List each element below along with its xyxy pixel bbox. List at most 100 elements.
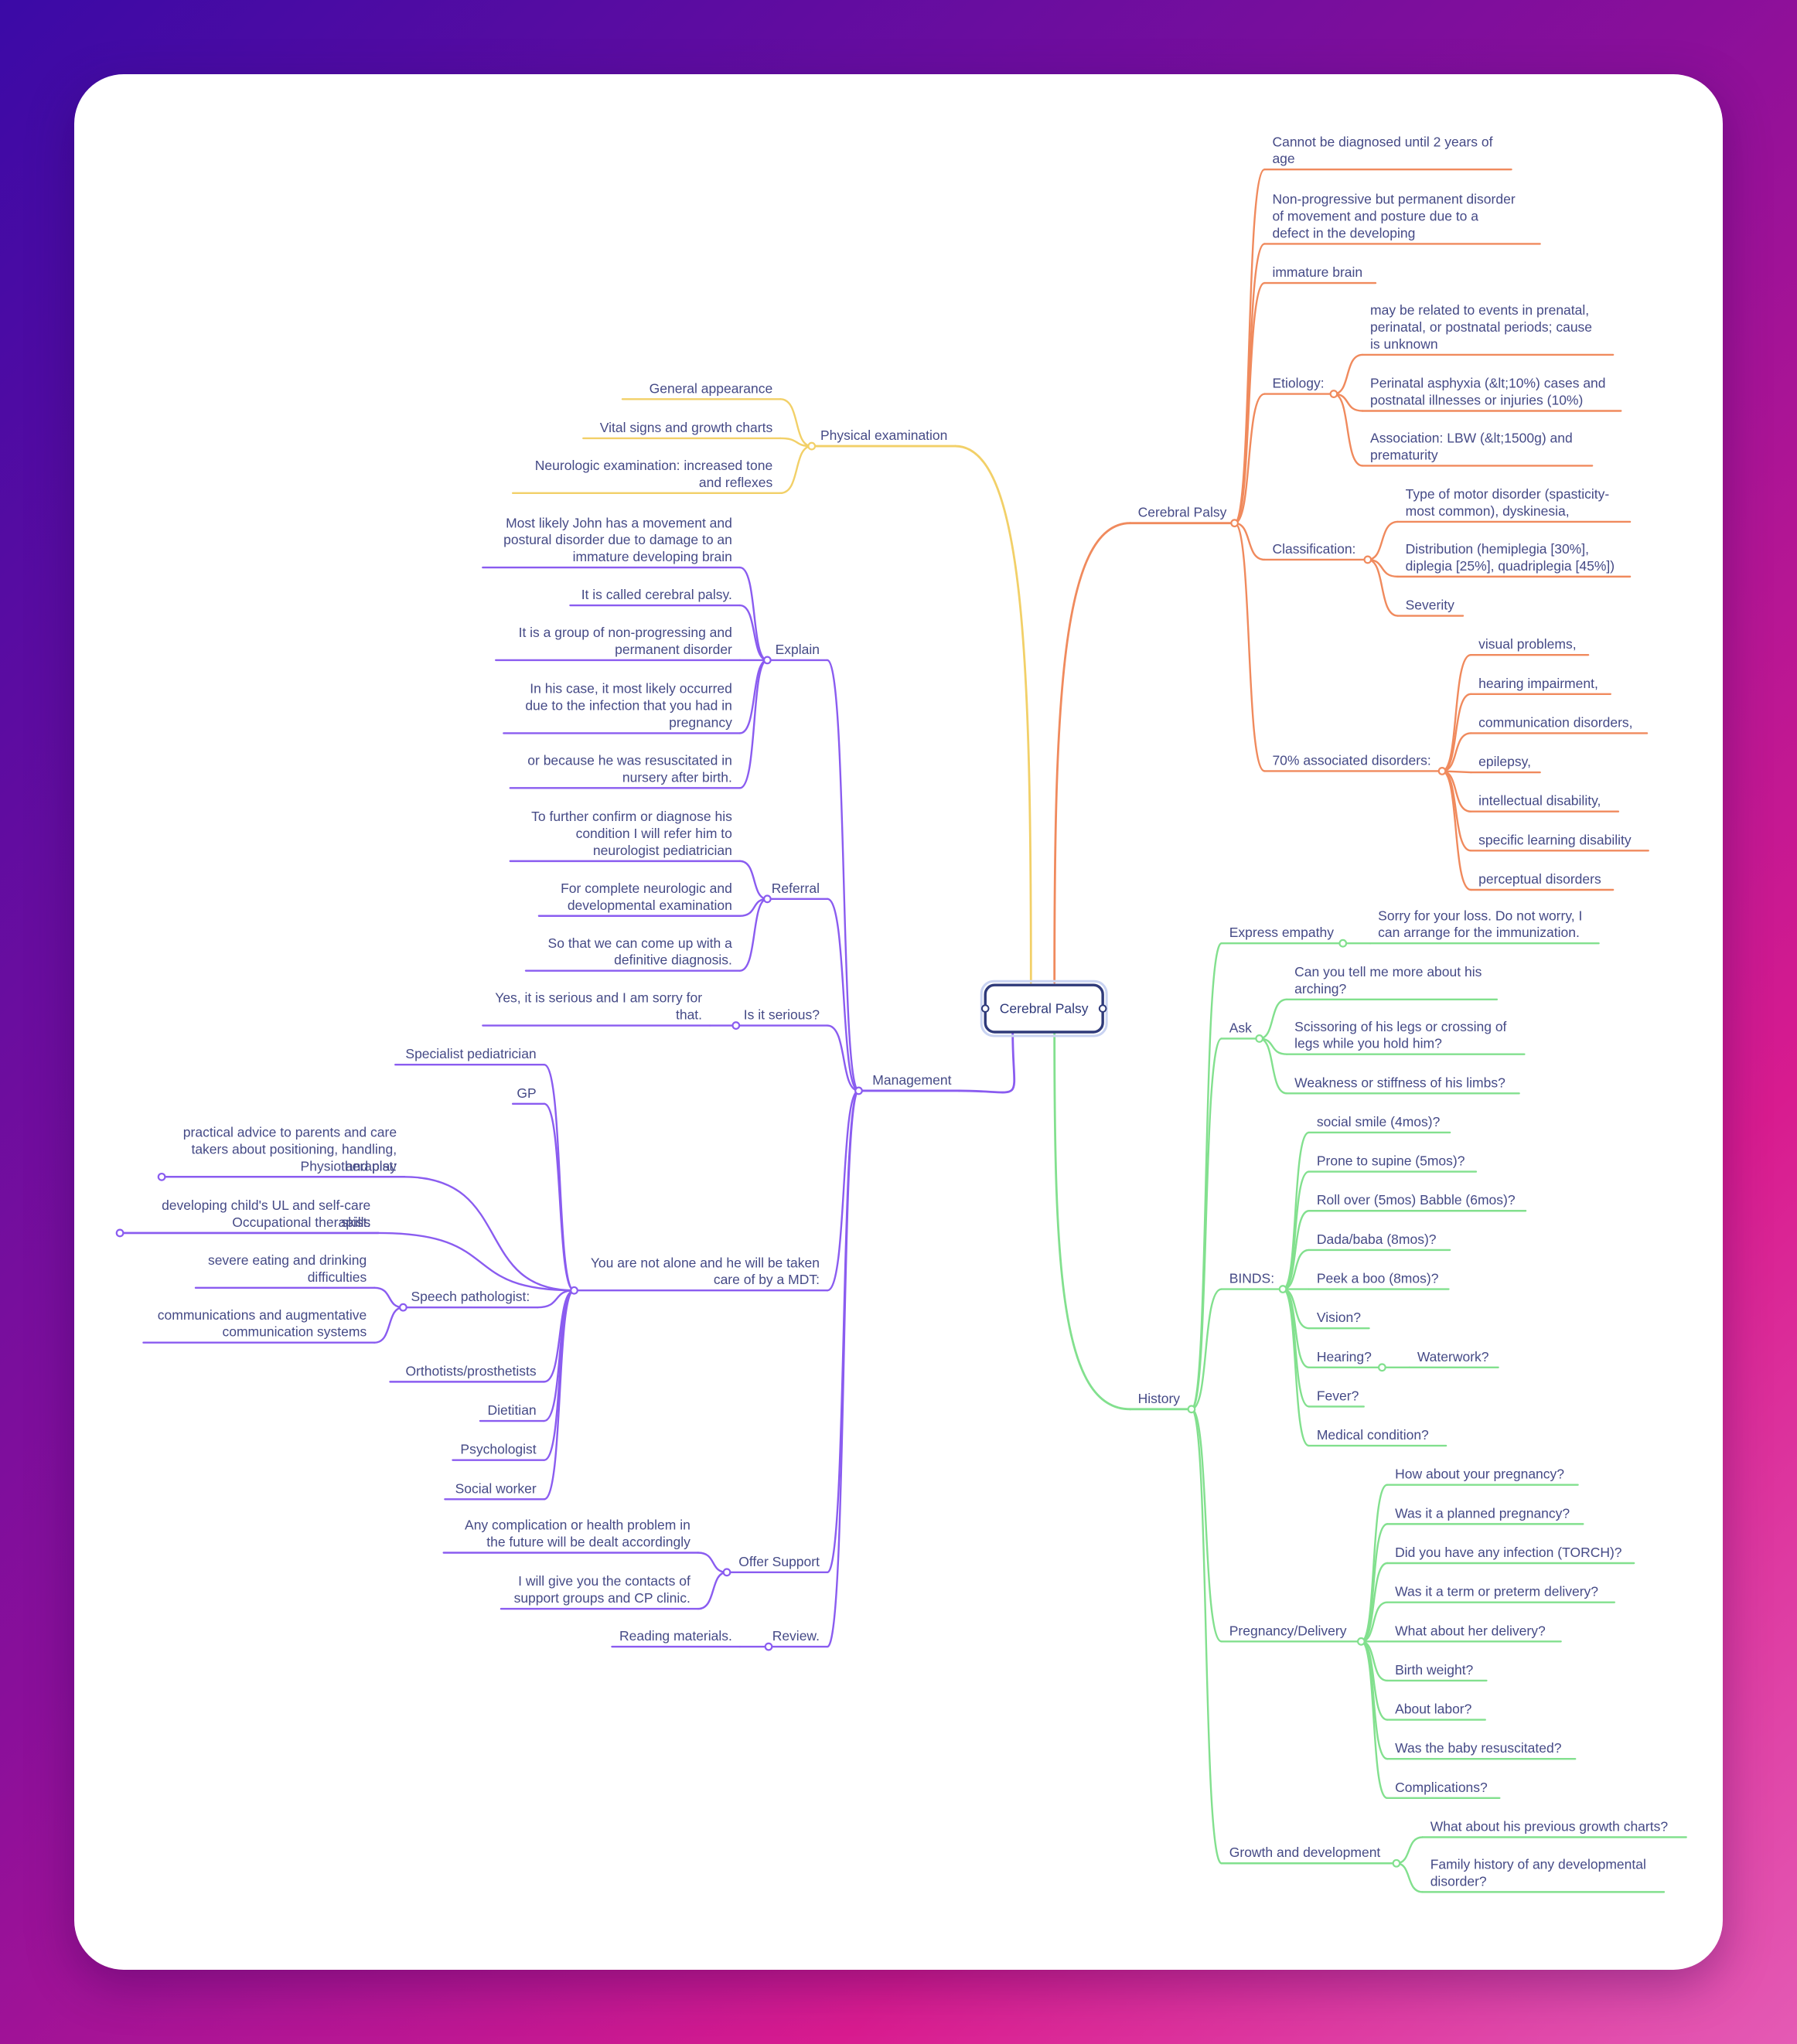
subtopic-was-it-a-planned-pregnancy[interactable]: Was it a planned pregnancy?: [1395, 1505, 1570, 1521]
subtopic-was-it-a-term-or-preterm-delivery[interactable]: Was it a term or preterm delivery?: [1395, 1584, 1598, 1599]
topic-growth-and-development[interactable]: Growth and development: [1229, 1845, 1381, 1860]
subtopic-visual-problems[interactable]: visual problems,: [1478, 636, 1576, 652]
subtopic-reading-materials[interactable]: Reading materials.: [619, 1628, 732, 1644]
subtopic-did-you-have-any-infection-torch[interactable]: Did you have any infection (TORCH)?: [1395, 1545, 1622, 1560]
subtopic-fever[interactable]: Fever?: [1317, 1388, 1359, 1403]
subtopic-severity[interactable]: Severity: [1406, 598, 1454, 613]
node-junction-dot: [398, 1303, 407, 1312]
topic-express-empathy[interactable]: Express empathy: [1229, 925, 1334, 940]
topic-pregnancy-delivery[interactable]: Pregnancy/Delivery: [1229, 1623, 1347, 1638]
subtopic-hearing[interactable]: Hearing?: [1317, 1349, 1372, 1364]
connector-line: [1441, 693, 1472, 772]
topic-vital-signs-and-growth-charts[interactable]: Vital signs and growth charts: [600, 420, 773, 435]
subtopic-intellectual-disability[interactable]: intellectual disability,: [1478, 793, 1601, 809]
subtopic-medical-condition[interactable]: Medical condition?: [1317, 1427, 1429, 1443]
subtopic-dada-baba-8mos[interactable]: Dada/baba (8mos)?: [1317, 1232, 1437, 1247]
topic-70-associated-disorders[interactable]: 70% associated disorders:: [1272, 752, 1430, 768]
branch-history[interactable]: History: [1138, 1391, 1181, 1406]
subtopic-hearing-impairment[interactable]: hearing impairment,: [1478, 676, 1598, 691]
topic-ask[interactable]: Ask: [1229, 1020, 1252, 1035]
subtopic-speech-pathologist[interactable]: Speech pathologist:: [411, 1289, 530, 1304]
subtopic-specialist-pediatrician[interactable]: Specialist pediatrician: [405, 1046, 536, 1061]
root-handle-dot[interactable]: [980, 1004, 990, 1013]
subtopic-physiotherapist[interactable]: Physiotherapist:: [301, 1158, 397, 1174]
branch-management[interactable]: Management: [872, 1072, 951, 1088]
subtopic-prone-to-supine-5mos[interactable]: Prone to supine (5mos)?: [1317, 1153, 1465, 1169]
topic-classification[interactable]: Classification:: [1272, 541, 1355, 557]
topic-binds[interactable]: BINDS:: [1229, 1271, 1274, 1286]
subtopic-distribution-hemiplegia-30-diplegia-25-q[interactable]: Distribution (hemiplegia [30%],diplegia …: [1406, 541, 1615, 574]
subtopic-how-about-your-pregnancy[interactable]: How about your pregnancy?: [1395, 1467, 1564, 1482]
topic-referral[interactable]: Referral: [772, 881, 820, 896]
topic-review[interactable]: Review.: [772, 1628, 820, 1644]
subtopic-occupational-therapist[interactable]: Occupational therapist:: [232, 1214, 370, 1230]
root-handle-dot[interactable]: [1098, 1004, 1107, 1013]
connector-line: [1233, 522, 1266, 772]
subtopic-may-be-related-to-events-in-prenatal-per[interactable]: may be related to events in prenatal,per…: [1370, 302, 1592, 352]
connector-line: [543, 1289, 575, 1461]
subtopic-birth-weight[interactable]: Birth weight?: [1395, 1662, 1473, 1678]
subtopic-psychologist[interactable]: Psychologist: [460, 1442, 536, 1457]
node-junction-dot: [157, 1172, 166, 1181]
topic-general-appearance[interactable]: General appearance: [650, 380, 773, 396]
root-node-label[interactable]: Cerebral Palsy: [1000, 1001, 1089, 1017]
subtopic-weakness-or-stiffness-of-his-limbs[interactable]: Weakness or stiffness of his limbs?: [1294, 1075, 1505, 1090]
topic-immature-brain[interactable]: immature brain: [1272, 264, 1362, 280]
subtopic-vision[interactable]: Vision?: [1317, 1310, 1361, 1325]
topic-offer-support[interactable]: Offer Support: [738, 1554, 820, 1569]
node-junction-dot: [1437, 766, 1447, 775]
subtopic-about-labor[interactable]: About labor?: [1395, 1702, 1472, 1717]
subtopic-what-about-his-previous-growth-charts[interactable]: What about his previous growth charts?: [1430, 1818, 1669, 1834]
connector-line: [373, 1306, 404, 1344]
subtopic-dietitian[interactable]: Dietitian: [487, 1402, 536, 1418]
branch-cerebral-palsy[interactable]: Cerebral Palsy: [1138, 505, 1227, 520]
subtopic-social-smile-4mos[interactable]: social smile (4mos)?: [1317, 1114, 1441, 1129]
topic-is-it-serious[interactable]: Is it serious?: [744, 1007, 820, 1023]
subtopic-gp[interactable]: GP: [517, 1085, 536, 1101]
subtopic-type-of-motor-disorder-spasticity-most-c[interactable]: Type of motor disorder (spasticity-most …: [1406, 486, 1610, 519]
subtopic-peek-a-boo-8mos[interactable]: Peek a boo (8mos)?: [1317, 1271, 1439, 1286]
subtopic-complications[interactable]: Complications?: [1395, 1780, 1488, 1795]
subtopic-social-worker[interactable]: Social worker: [455, 1480, 537, 1496]
subtopic-it-is-called-cerebral-palsy[interactable]: It is called cerebral palsy.: [581, 587, 732, 602]
subtopic-roll-over-5mos-babble-6mos[interactable]: Roll over (5mos) Babble (6mos)?: [1317, 1192, 1516, 1208]
subtopic-was-the-baby-resuscitated[interactable]: Was the baby resuscitated?: [1395, 1740, 1562, 1756]
subtopic-orthotists-prosthetists[interactable]: Orthotists/prosthetists: [405, 1363, 536, 1378]
subtopic-epilepsy[interactable]: epilepsy,: [1478, 754, 1531, 769]
subtopic-what-about-her-delivery[interactable]: What about her delivery?: [1395, 1623, 1546, 1638]
subtopic-perceptual-disorders[interactable]: perceptual disorders: [1478, 871, 1601, 887]
node-junction-dot: [1278, 1285, 1287, 1293]
topic-etiology[interactable]: Etiology:: [1272, 376, 1324, 391]
topic-explain[interactable]: Explain: [776, 642, 820, 657]
branch-physical-examination[interactable]: Physical examination: [820, 428, 947, 443]
subtopic-communication-disorders[interactable]: communication disorders,: [1478, 714, 1632, 730]
subtopic-waterwork[interactable]: Waterwork?: [1417, 1349, 1489, 1364]
connector-line: [1233, 522, 1266, 561]
node-junction-dot: [570, 1286, 578, 1295]
subtopic-specific-learning-disability[interactable]: specific learning disability: [1478, 832, 1632, 847]
